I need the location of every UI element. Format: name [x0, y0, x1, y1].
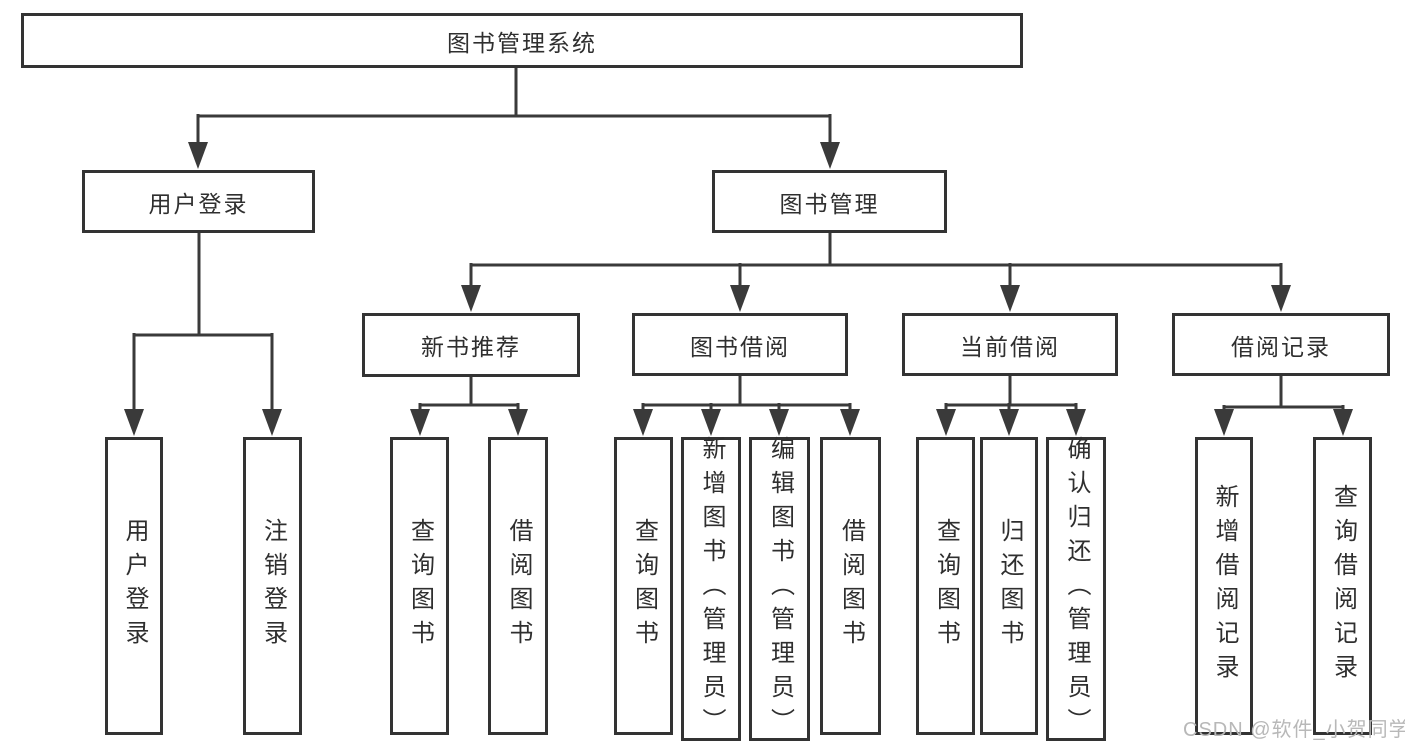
leaf-label: 查询图书: [406, 518, 434, 654]
leaf-user-login: 用户登录: [105, 437, 163, 735]
leaf-add-borrow-record: 新增借阅记录: [1195, 437, 1253, 735]
leaf-borrow-books: 借阅图书: [820, 437, 881, 735]
leaf-query-books-recommend: 查询图书: [390, 437, 449, 735]
leaf-label: 新增图书（管理员）: [698, 436, 725, 742]
leaf-label: 借阅图书: [837, 518, 865, 654]
node-current-borrow: 当前借阅: [902, 313, 1118, 376]
node-borrow-records: 借阅记录: [1172, 313, 1390, 376]
leaf-query-books-current: 查询图书: [916, 437, 975, 735]
leaf-query-borrow-record: 查询借阅记录: [1313, 437, 1372, 735]
leaf-label: 查询图书: [932, 518, 960, 654]
leaf-label: 归还图书: [996, 518, 1023, 654]
node-user-login: 用户登录: [82, 170, 315, 233]
leaf-label: 借阅图书: [505, 518, 532, 654]
node-label: 图书管理: [779, 190, 880, 217]
leaf-query-books-borrow: 查询图书: [614, 437, 673, 735]
node-label: 新书推荐: [421, 334, 521, 360]
leaf-label: 确认归还（管理员）: [1063, 436, 1090, 742]
node-label: 图书管理系统: [447, 29, 597, 56]
node-label: 用户登录: [148, 190, 249, 217]
node-book-borrow: 图书借阅: [632, 313, 848, 376]
leaf-label: 新增借阅记录: [1211, 484, 1238, 688]
leaf-label: 用户登录: [121, 518, 148, 654]
leaf-logout: 注销登录: [243, 437, 302, 735]
node-new-book-recommend: 新书推荐: [362, 313, 580, 377]
node-label: 当前借阅: [960, 333, 1060, 360]
leaf-borrow-books-recommend: 借阅图书: [488, 437, 548, 735]
node-library-management-system: 图书管理系统: [21, 13, 1023, 68]
leaf-edit-books-admin: 编辑图书（管理员）: [749, 436, 810, 742]
leaf-confirm-return-admin: 确认归还（管理员）: [1046, 436, 1106, 742]
node-label: 借阅记录: [1231, 333, 1331, 360]
csdn-watermark: CSDN @软件_小贺同学: [1183, 719, 1405, 741]
leaf-label: 查询图书: [630, 518, 658, 654]
leaf-label: 编辑图书（管理员）: [766, 436, 794, 742]
leaf-return-books: 归还图书: [980, 437, 1038, 735]
arrowheads: [124, 142, 1353, 436]
leaf-label: 查询借阅记录: [1329, 484, 1357, 688]
leaf-label: 注销登录: [259, 518, 287, 654]
node-book-management: 图书管理: [712, 170, 947, 233]
leaf-add-books-admin: 新增图书（管理员）: [681, 436, 741, 742]
node-label: 图书借阅: [690, 333, 790, 360]
